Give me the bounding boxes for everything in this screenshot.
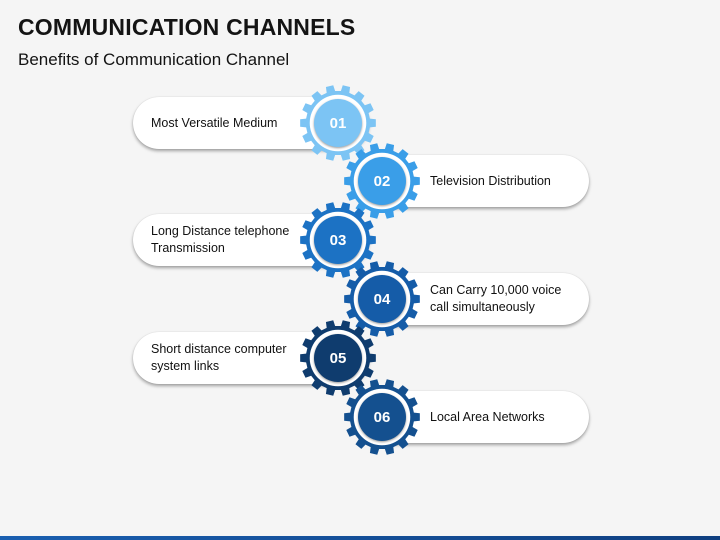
item-text-01: Most Versatile Medium [151, 115, 278, 130]
item-text-03: Long Distance telephone Transmission [151, 224, 290, 255]
bottom-accent-bar [0, 536, 720, 540]
item-text-02: Television Distribution [430, 173, 551, 188]
item-number-04: 04 [358, 275, 406, 323]
item-number-03: 03 [314, 216, 362, 264]
item-text-06: Local Area Networks [430, 409, 545, 424]
item-text-04: Can Carry 10,000 voice call simultaneous… [430, 283, 562, 314]
item-number-06: 06 [358, 393, 406, 441]
item-number-02: 02 [358, 157, 406, 205]
page-title: COMMUNICATION CHANNELS [18, 14, 356, 40]
item-number-01: 01 [314, 99, 362, 147]
page-subtitle: Benefits of Communication Channel [18, 50, 290, 69]
item-text-05: Short distance computer system links [151, 342, 287, 373]
item-number-05: 05 [314, 334, 362, 382]
